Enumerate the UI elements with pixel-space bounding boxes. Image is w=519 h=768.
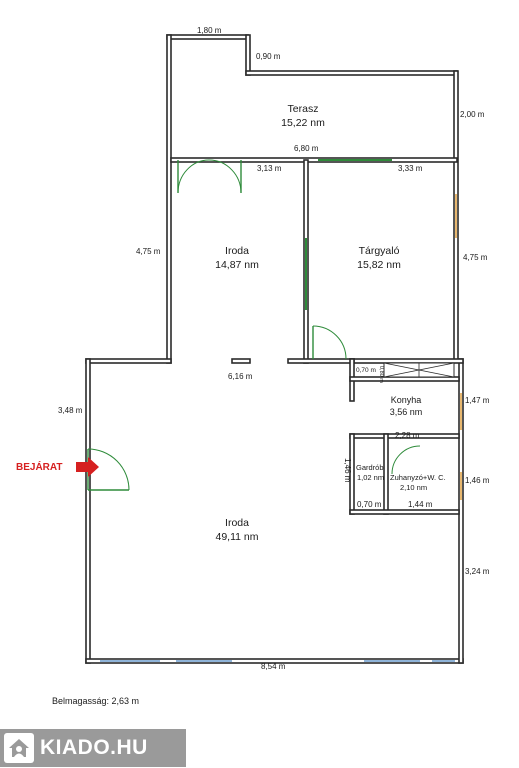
dim-kitchen-height: 1,47 m	[465, 396, 490, 405]
wall-cabinet-bottom	[349, 376, 460, 382]
inner-walls	[170, 157, 460, 515]
dim-cabinet-side: 0,80 m	[378, 366, 384, 383]
entrance-label: BEJÁRAT	[16, 460, 62, 473]
door-entrance-arc	[87, 448, 130, 491]
room-name-kitchen: Konyha	[391, 395, 422, 405]
dim-meeting-width: 3,33 m	[398, 164, 423, 173]
wall-terrace-top-left	[166, 34, 249, 40]
entrance-marker: BEJÁRAT	[16, 457, 99, 477]
room-area-kitchen: 3,56 nm	[390, 407, 423, 417]
logo-text: KIADO.HU	[40, 736, 148, 759]
door-arc-right	[208, 159, 242, 194]
dim-top-width: 1,80 m	[197, 26, 222, 35]
wall-mid-stub	[231, 358, 251, 364]
dim-bottom-width: 8,54 m	[261, 662, 286, 671]
door-arc-left	[177, 159, 210, 194]
room-area-wardrobe: 1,02 nm	[357, 473, 384, 482]
room-area-meeting: 15,82 nm	[357, 259, 401, 271]
kiado-logo[interactable]: KIADO.HU	[0, 729, 186, 767]
dim-wardrobe-width: 0,70 m	[357, 500, 382, 509]
dim-wardrobe-height: 1,46 m	[343, 458, 352, 483]
wall-bath-bottom	[349, 509, 460, 515]
dim-inner-wall: 6,16 m	[228, 372, 253, 381]
room-name-meeting: Tárgyaló	[359, 245, 400, 257]
dim-right-lower-height: 3,24 m	[465, 567, 490, 576]
room-area-bath: 2,10 nm	[400, 483, 427, 492]
dim-right-upper-height: 4,75 m	[463, 253, 488, 262]
wall-terrace-step	[245, 34, 251, 76]
room-name-office-upper: Iroda	[225, 245, 249, 257]
room-name-terrace: Terasz	[288, 103, 319, 115]
dim-left-upper-height: 4,75 m	[136, 247, 161, 256]
wall-service-top	[349, 358, 464, 364]
dim-terrace-step: 0,90 m	[256, 52, 281, 61]
wall-terrace-front	[170, 157, 458, 163]
entrance-arrow-icon	[76, 457, 99, 477]
room-area-office-upper: 14,87 nm	[215, 259, 259, 271]
wall-lower-top-left	[85, 358, 172, 364]
room-labels: Terasz 15,22 nm Iroda 14,87 nm Tárgyaló …	[215, 103, 446, 543]
room-area-terrace: 15,22 nm	[281, 117, 325, 129]
dim-left-lower-height: 3,48 m	[58, 406, 83, 415]
wall-wardrobe-right	[383, 433, 389, 515]
kitchen-cabinet	[383, 362, 455, 378]
room-name-bath: Zuhanyzó+W. C.	[390, 473, 446, 482]
door-meeting-arc	[312, 325, 347, 360]
wall-terrace-top-right	[245, 70, 458, 76]
wall-left-upper	[166, 34, 172, 364]
outer-walls	[85, 34, 464, 664]
dim-kitchen-width: 2,28 m	[395, 431, 420, 440]
room-name-wardrobe: Gardrób	[356, 463, 384, 472]
house-icon	[4, 733, 34, 763]
dim-bath-height: 1,46 m	[465, 476, 490, 485]
dim-office-width: 3,13 m	[257, 164, 282, 173]
ceiling-height-note: Belmagasság: 2,63 m	[52, 696, 139, 706]
dim-terrace-depth: 2,00 m	[460, 110, 485, 119]
door-bath-arc	[391, 445, 421, 475]
wall-left-lower	[85, 358, 91, 664]
room-area-office-main: 49,11 nm	[216, 531, 259, 543]
dim-bath-width: 1,44 m	[408, 500, 433, 509]
dim-cabinet: 0,70 m	[356, 367, 376, 374]
wall-mid-right	[287, 358, 355, 364]
dim-terrace-width: 6,80 m	[294, 144, 319, 153]
dimension-labels: 1,80 m 0,90 m 2,00 m 6,80 m 3,13 m 3,33 …	[58, 26, 490, 671]
room-name-office-main: Iroda	[225, 517, 249, 529]
